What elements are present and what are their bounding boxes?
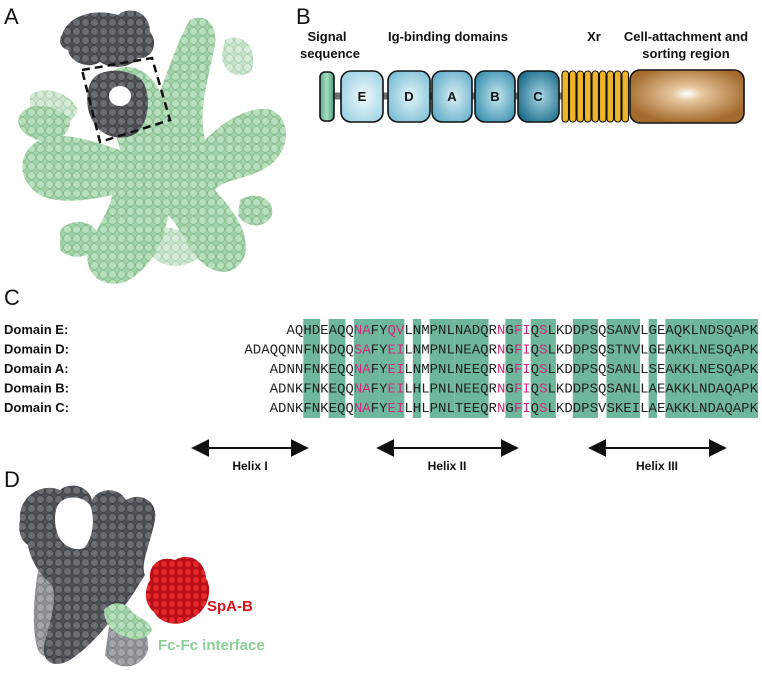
domain-label: Domain B: xyxy=(4,381,69,396)
svg-text:D: D xyxy=(404,89,413,104)
conserved-highlights xyxy=(303,319,758,418)
panel-a-letter: A xyxy=(4,4,19,29)
xr-repeats xyxy=(561,70,630,123)
fc-fc-interface-patch xyxy=(104,603,152,640)
fc-fc-interface-label: Fc-Fc interface xyxy=(158,637,265,654)
xr-label: Xr xyxy=(587,29,601,44)
cell-attach-label-line1: Cell-attachment and xyxy=(624,29,748,44)
conserved-column-band xyxy=(606,319,641,418)
conserved-column-band xyxy=(379,319,405,418)
signal-label-line1: Signal xyxy=(307,29,346,44)
spa-b-label: SpA-B xyxy=(207,598,253,615)
helix-2: Helix II xyxy=(376,439,519,473)
conserved-column-band xyxy=(530,319,556,418)
signal-sequence-box xyxy=(319,71,335,122)
conserved-column-band xyxy=(665,319,691,418)
svg-text:Helix I: Helix I xyxy=(232,459,267,473)
svg-text:Helix III: Helix III xyxy=(636,459,678,473)
helix-1: Helix I xyxy=(191,439,309,473)
svg-text:A: A xyxy=(447,89,457,104)
xr-repeat-stripe xyxy=(591,70,600,123)
ig-binding-label: Ig-binding domains xyxy=(388,29,508,44)
conserved-column-band xyxy=(572,319,599,418)
fc-spa-complex-structure xyxy=(19,485,210,667)
svg-text:Helix II: Helix II xyxy=(428,459,467,473)
conserved-column-band xyxy=(412,319,422,418)
conserved-column-band xyxy=(707,319,758,418)
ig-domain-a: A xyxy=(431,70,473,123)
sequence-text: AQHDEAQQNAFYQVLNMPNLNADQRNGFIQSLKDDPSQSA… xyxy=(286,323,758,339)
xr-repeat-stripe xyxy=(613,70,622,123)
xr-repeat-stripe xyxy=(621,70,630,123)
panel-d: D SpA-B Fc-Fc interface xyxy=(4,467,265,667)
svg-text:E: E xyxy=(358,89,367,104)
panel-d-letter: D xyxy=(4,467,20,492)
helix-3: Helix III xyxy=(588,439,727,473)
xr-repeat-stripe xyxy=(598,70,607,123)
cell-attachment-box xyxy=(629,69,745,124)
cell-attach-label-line2: sorting region xyxy=(642,46,729,61)
domain-label: Domain A: xyxy=(4,361,69,376)
domain-label: Domain C: xyxy=(4,400,69,415)
panel-c: C Domain E: AQHDEAQQNAFYQVLNMPNLNADQRNGFI… xyxy=(4,285,759,473)
panel-a: A xyxy=(4,4,287,284)
xr-repeat-stripe xyxy=(561,70,570,123)
xr-repeat-stripe xyxy=(606,70,615,123)
conserved-column-band xyxy=(699,319,708,418)
ig-domain-c: C xyxy=(517,70,560,123)
conserved-column-band xyxy=(328,319,346,418)
svg-text:B: B xyxy=(490,89,499,104)
alignment-rows: Domain E: AQHDEAQQNAFYQVLNMPNLNADQRNGFIQS… xyxy=(4,322,759,417)
conserved-column-band xyxy=(690,319,700,418)
conserved-column-band xyxy=(429,319,455,418)
hexamer-structure xyxy=(18,10,287,284)
sequence-text: ADAQQNNFNKDQQSAFYEILNMPNLNEAQRNGFIQSLKDD… xyxy=(244,343,758,359)
ig-domain-d: D xyxy=(387,70,431,123)
conserved-column-band xyxy=(505,319,523,418)
sequence-text: ADNKFNKEQQNAFYEILHLPNLTEEQRNGFIQSLKDDPSV… xyxy=(270,401,759,417)
svg-text:C: C xyxy=(533,89,543,104)
panel-b: B Signal sequence Ig-binding domains Xr … xyxy=(296,4,748,124)
conserved-column-band xyxy=(648,319,657,418)
signal-label-line2: sequence xyxy=(300,46,360,61)
conserved-column-band xyxy=(353,319,380,418)
selection-box xyxy=(80,56,172,144)
xr-repeat-stripe xyxy=(568,70,577,123)
panel-b-letter: B xyxy=(296,4,311,29)
sequence-text: ADNNFNKEQQNAFYEILNMPNLNEEQRNGFIQSLKDDPSQ… xyxy=(270,362,759,378)
xr-repeat-stripe xyxy=(576,70,585,123)
ig-domain-e: E xyxy=(340,70,384,123)
domain-label: Domain E: xyxy=(4,322,68,337)
sequence-text: ADNKFNKEQQNAFYEILHLPNLNEEQRNGFIQSLKDDPSQ… xyxy=(270,382,759,398)
conserved-column-band xyxy=(454,319,489,418)
ig-domain-b: B xyxy=(474,70,516,123)
xr-repeat-stripe xyxy=(583,70,592,123)
panel-c-letter: C xyxy=(4,285,20,310)
domain-label: Domain D: xyxy=(4,342,69,357)
spa-b-molecule xyxy=(145,556,210,624)
conserved-column-band xyxy=(303,319,321,418)
